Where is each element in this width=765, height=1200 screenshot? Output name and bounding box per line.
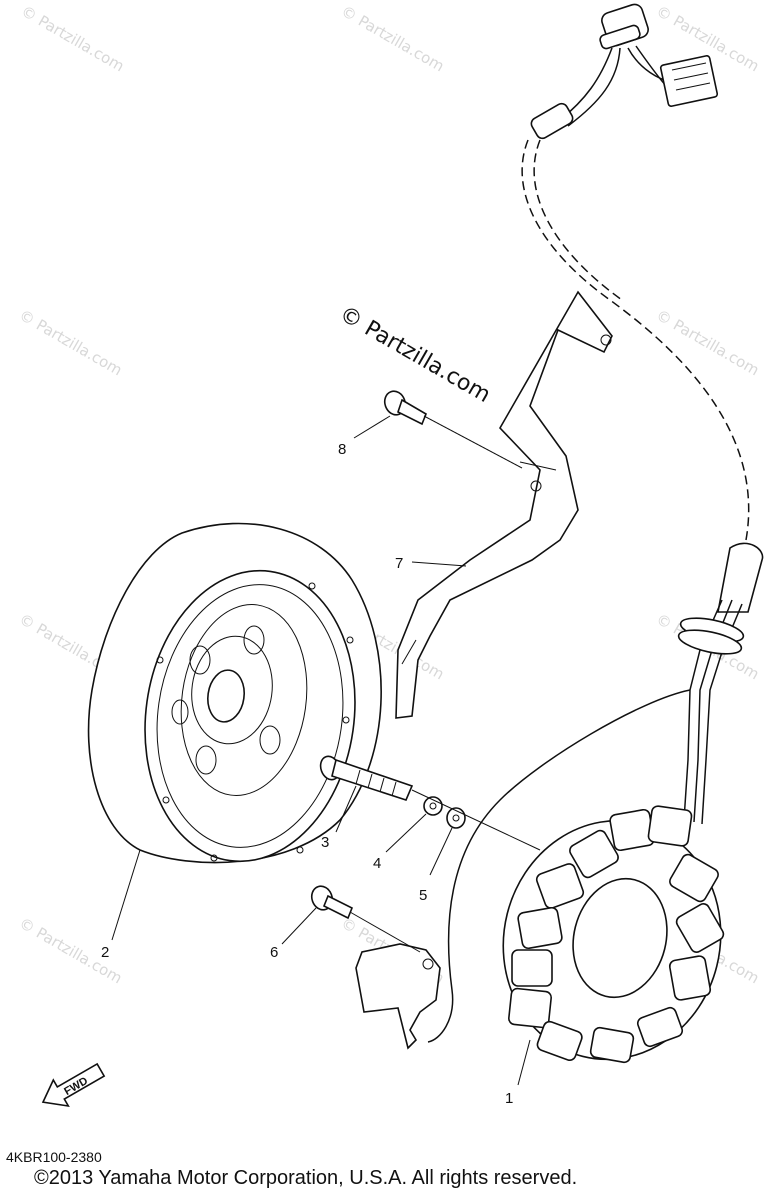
pickup-coil: [310, 885, 441, 1050]
brand-watermark: © Partzilla.com: [335, 302, 495, 409]
callout-4[interactable]: 4: [373, 855, 381, 872]
watermark: © Partzilla.com: [653, 306, 762, 379]
fwd-arrow-icon: FWD: [41, 1062, 106, 1108]
callout-3[interactable]: 3: [321, 834, 329, 851]
wire-harness: [427, 3, 764, 1043]
stator: [502, 805, 725, 1064]
leader-lines: [111, 415, 541, 1086]
callout-6[interactable]: 6: [270, 944, 278, 961]
callout-2[interactable]: 2: [101, 944, 109, 961]
callout-8[interactable]: 8: [338, 441, 346, 458]
watermark: © Partzilla.com: [338, 2, 447, 75]
callout-1[interactable]: 1: [505, 1090, 513, 1107]
copyright-notice: ©2013 Yamaha Motor Corporation, U.S.A. A…: [34, 1167, 578, 1189]
flywheel-rotor: [87, 522, 382, 864]
bracket-plate: [395, 290, 613, 719]
watermark: © Partzilla.com: [16, 306, 125, 379]
diagram-code: 4KBR100-2380: [6, 1149, 102, 1165]
screw-8: [383, 390, 427, 426]
callout-7[interactable]: 7: [395, 555, 403, 572]
watermark: © Partzilla.com: [18, 2, 127, 75]
callout-5[interactable]: 5: [419, 887, 427, 904]
fwd-label: FWD: [62, 1075, 90, 1098]
bolt-washers: [319, 755, 466, 829]
